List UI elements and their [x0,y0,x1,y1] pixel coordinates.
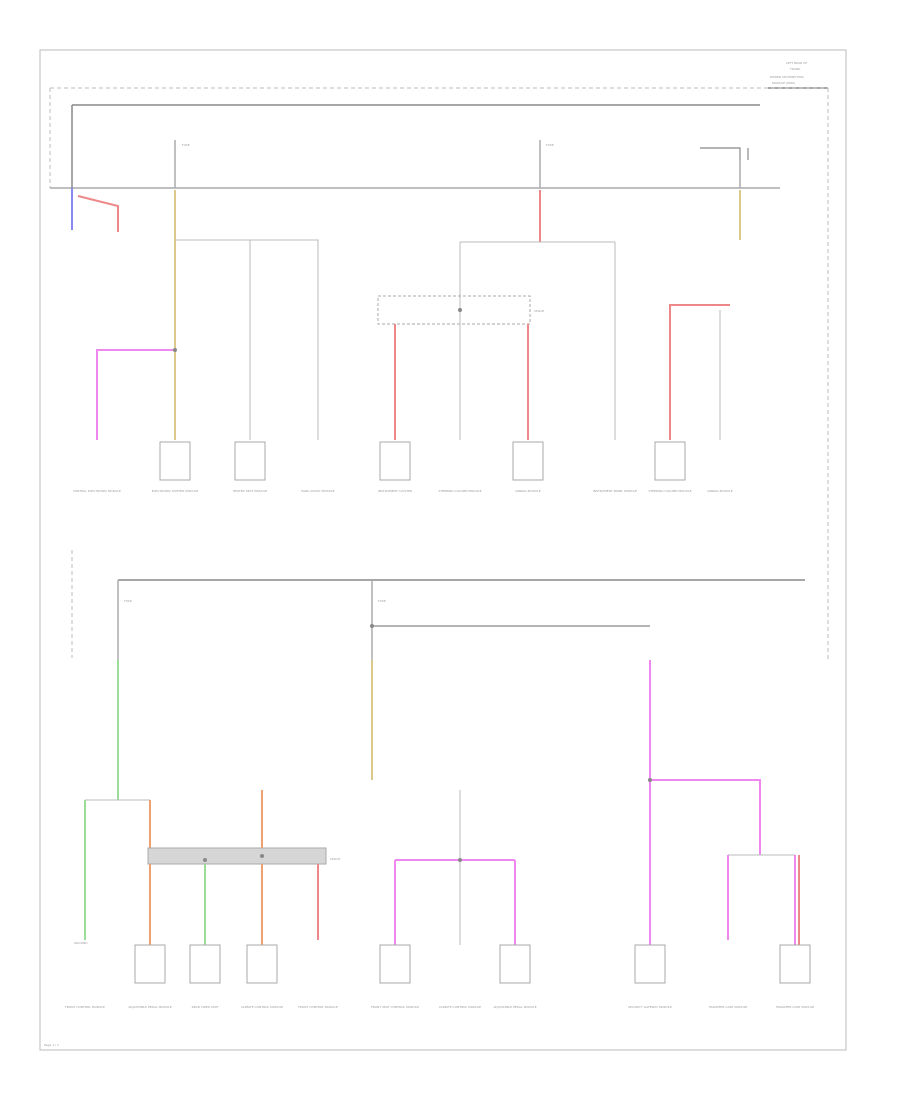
pdm-header-line-3: POWER DISTRIBUTION [770,75,804,79]
svg-text:REAR VIDEO UNIT: REAR VIDEO UNIT [192,1005,219,1009]
svg-text:FRONT CONTROL MODULE: FRONT CONTROL MODULE [65,1005,105,1009]
pdm-header-line-2: TRUNK [789,67,801,71]
splice-box-top [377,295,531,325]
connector-bottom-5: FRONT CONTROL MODULE [298,1005,338,1009]
svg-text:CENTRAL ELECTRONIC MODULE: CENTRAL ELECTRONIC MODULE [73,489,121,493]
junction-dot [648,778,652,782]
svg-text:INSTRUMENT PANEL MODULE: INSTRUMENT PANEL MODULE [593,489,637,493]
svg-text:INSTRUMENT CLUSTER: INSTRUMENT CLUSTER [378,489,412,493]
connector-bottom-8: ADJUSTABLE PEDAL MODULE [493,944,537,1009]
wire-gray-1 [175,239,251,440]
fuse-2: FUSE [539,140,554,188]
wire-red-left [77,195,119,232]
page-label: Page 1 / 1 [44,1043,59,1047]
pdm-header-line-1: LEFT REAR OF [786,61,807,65]
connector-bottom-11: TRANSFER CASE MODULE [775,944,815,1009]
svg-text:FRONT CONTROL MODULE: FRONT CONTROL MODULE [298,1005,338,1009]
connector-top-7: AIRBAG MODULE [512,441,544,493]
fuse-4: FUSE [371,580,386,660]
svg-text:FUSE: FUSE [378,599,386,603]
pdm-enclosure [49,87,829,660]
connector-top-1: CENTRAL ELECTRONIC MODULE [73,489,121,493]
pdm-header-line-4: MODULE (PDM) [772,81,795,85]
wire-pink-3 [394,859,515,945]
wire-gray-branch [459,241,616,440]
diagram-border [39,49,847,1051]
svg-text:CLIMATE CONTROL MODULE: CLIMATE CONTROL MODULE [439,1005,481,1009]
connector-bottom-6: FRONT SEAT CONTROL MODULE [371,944,419,1009]
svg-text:TRANSFER CASE MODULE: TRANSFER CASE MODULE [708,1005,748,1009]
fuse-1: FUSE [174,140,190,188]
junction-dot [458,858,462,862]
connector-bottom-7: CLIMATE CONTROL MODULE [439,1005,481,1009]
junction-dot [173,348,177,352]
svg-text:FRONT SEAT CONTROL MODULE: FRONT SEAT CONTROL MODULE [371,1005,419,1009]
splice-label-bottom: SPLICE [330,857,340,861]
wire-pink-1 [96,349,175,440]
connector-bottom-4: CLIMATE CONTROL MODULE [241,944,283,1009]
connector-top-10: AIRBAG MODULE [707,489,732,493]
relay-switch [700,147,749,188]
connector-bottom-2: ADJUSTABLE PEDAL MODULE [128,944,172,1009]
svg-text:CLIMATE CONTROL MODULE: CLIMATE CONTROL MODULE [241,1005,283,1009]
connector-top-2: ELECTRONIC SHIFTER MODULE [152,441,199,493]
svg-text:AIRBAG MODULE: AIRBAG MODULE [707,489,732,493]
svg-text:FUSE: FUSE [124,599,132,603]
connector-bottom-9: SECURITY GATEWAY MODULE [628,944,672,1009]
connector-top-8: INSTRUMENT PANEL MODULE [593,489,637,493]
svg-text:ADJUSTABLE PEDAL MODULE: ADJUSTABLE PEDAL MODULE [493,1005,536,1009]
svg-text:STEERING COLUMN MODULE: STEERING COLUMN MODULE [438,489,481,493]
svg-text:FUSE: FUSE [546,143,554,147]
svg-text:PARK ASSIST MODULE: PARK ASSIST MODULE [301,489,334,493]
connector-top-4: PARK ASSIST MODULE [301,489,334,493]
splice-label-top: SPLICE [534,309,544,313]
junction-dot [458,308,462,312]
connector-bottom-1: FRONT CONTROL MODULE [65,1005,105,1009]
svg-text:SECURITY GATEWAY MODULE: SECURITY GATEWAY MODULE [628,1005,672,1009]
junction-dot [260,854,264,858]
svg-text:HEATED SEAT MODULE: HEATED SEAT MODULE [233,489,267,493]
connector-bottom-3: REAR VIDEO UNIT [189,944,221,1009]
fuse-3: FUSE [117,580,132,660]
wire-pink-6 [650,779,761,855]
svg-text:ADJUSTABLE PEDAL MODULE: ADJUSTABLE PEDAL MODULE [128,1005,171,1009]
connector-top-6: STEERING COLUMN MODULE [438,489,481,493]
wire-gray-2 [250,239,319,440]
svg-text:FUSE: FUSE [182,143,190,147]
connector-top-3: HEATED SEAT MODULE [233,441,267,493]
splice-box-bottom [147,847,327,865]
junction-dot [370,624,374,628]
connector-top-9: STEERING COLUMN MODULE [648,441,692,493]
junction-dot [203,858,207,862]
connector-bottom-10: TRANSFER CASE MODULE [708,1005,748,1009]
wire-red-right [669,304,730,440]
svg-text:TRANSFER CASE MODULE: TRANSFER CASE MODULE [775,1005,815,1009]
connector-top-5: INSTRUMENT CLUSTER [378,441,412,493]
svg-text:ELECTRONIC SHIFTER MODULE: ELECTRONIC SHIFTER MODULE [152,489,199,493]
ground-label: GROUND [74,941,88,945]
svg-text:STEERING COLUMN MODULE: STEERING COLUMN MODULE [648,489,691,493]
svg-text:AIRBAG MODULE: AIRBAG MODULE [515,489,540,493]
